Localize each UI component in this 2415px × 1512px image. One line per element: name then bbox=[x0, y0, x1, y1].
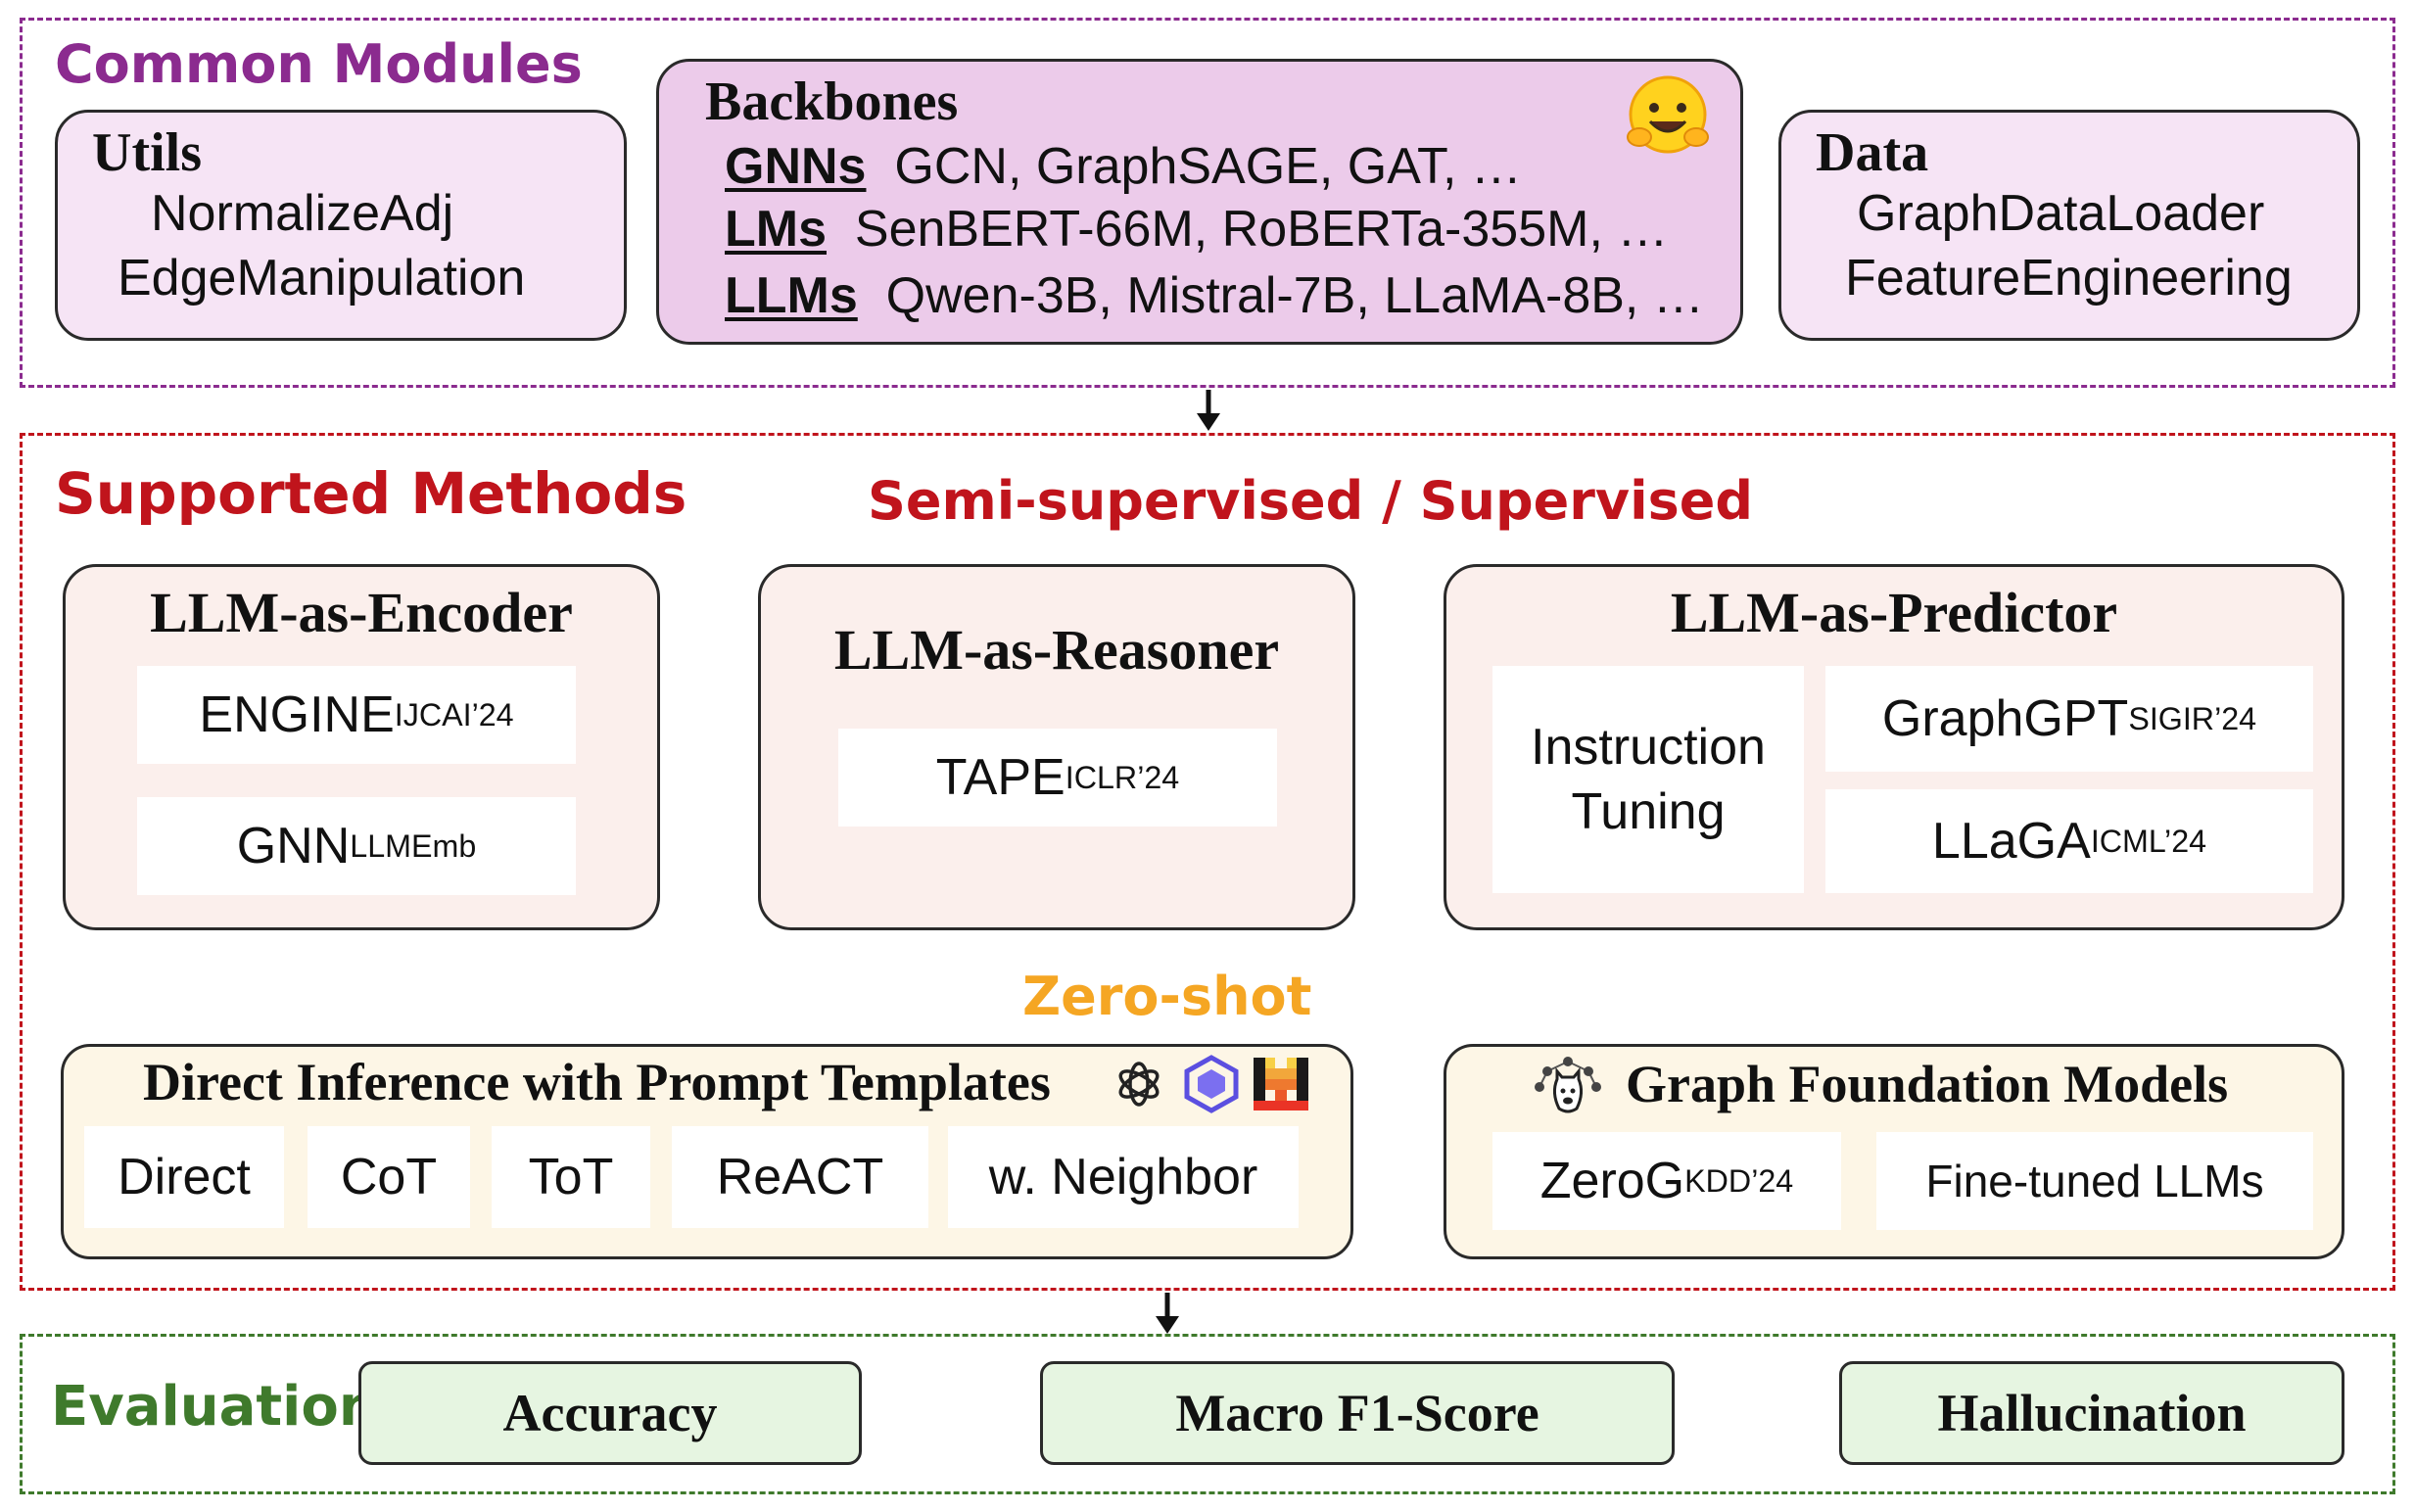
data-item: GraphDataLoader bbox=[1857, 185, 2265, 242]
prompt-cot: CoT bbox=[308, 1126, 470, 1228]
backbone-list: Qwen-3B, Mistral-7B, LLaMA-8B, … bbox=[885, 267, 1704, 324]
utils-item: NormalizeAdj bbox=[151, 185, 454, 242]
graph-foundation-models-title: Graph Foundation Models bbox=[1626, 1055, 2229, 1113]
venue-subscript: ICLR’24 bbox=[1065, 759, 1180, 795]
tuning-line: Tuning bbox=[1571, 783, 1726, 840]
backbone-row-gnns: GNNs GCN, GraphSAGE, GAT, … bbox=[725, 137, 1522, 196]
direct-inference-title: Direct Inference with Prompt Templates bbox=[143, 1053, 1051, 1111]
backbone-list: SenBERT-66M, RoBERTa-355M, … bbox=[854, 201, 1669, 258]
metric-macro-f1: Macro F1-Score bbox=[1040, 1361, 1675, 1465]
llm-as-predictor-title: LLM-as-Predictor bbox=[1670, 580, 2118, 644]
backbones-box bbox=[656, 59, 1743, 345]
backbone-list: GCN, GraphSAGE, GAT, … bbox=[894, 138, 1522, 195]
prompt-w-neighbor: w. Neighbor bbox=[948, 1126, 1299, 1228]
supported-methods-title: Supported Methods bbox=[55, 460, 687, 527]
method-name: GraphGPT bbox=[1881, 690, 2129, 747]
venue-subscript: KDD’24 bbox=[1684, 1162, 1794, 1199]
data-item: FeatureEngineering bbox=[1845, 250, 2293, 307]
backbone-label: GNNs bbox=[725, 138, 867, 195]
common-modules-title: Common Modules bbox=[55, 33, 583, 95]
method-fine-tuned-llms: Fine-tuned LLMs bbox=[1876, 1132, 2313, 1230]
metric-accuracy: Accuracy bbox=[358, 1361, 862, 1465]
utils-title: Utils bbox=[92, 122, 202, 183]
graph-llama-icon bbox=[1534, 1054, 1602, 1118]
hugging-face-icon bbox=[1624, 71, 1712, 159]
openai-icon bbox=[1113, 1058, 1165, 1110]
qwen-icon bbox=[1181, 1054, 1242, 1114]
data-box bbox=[1778, 110, 2360, 341]
supported-methods-panel bbox=[20, 433, 2395, 1291]
method-name: TAPE bbox=[935, 749, 1065, 806]
prompt-react: ReACT bbox=[672, 1126, 928, 1228]
common-modules-panel bbox=[20, 18, 2395, 388]
utils-box bbox=[55, 110, 627, 341]
metric-hallucination: Hallucination bbox=[1839, 1361, 2344, 1465]
tuning-line: Instruction bbox=[1531, 719, 1766, 776]
semi-supervised-label: Semi-supervised / Supervised bbox=[868, 470, 1754, 532]
prompt-direct: Direct bbox=[84, 1126, 284, 1228]
backbone-label: LMs bbox=[725, 201, 827, 258]
mistral-icon bbox=[1254, 1058, 1308, 1110]
flow-arrow bbox=[1189, 388, 1228, 435]
utils-item: EdgeManipulation bbox=[118, 250, 526, 307]
llm-as-encoder-title: LLM-as-Encoder bbox=[150, 580, 573, 644]
prompt-tot: ToT bbox=[492, 1126, 650, 1228]
method-name: ZeroG bbox=[1539, 1153, 1685, 1209]
llm-as-reasoner-title: LLM-as-Reasoner bbox=[833, 617, 1280, 682]
venue-subscript: ICML’24 bbox=[2090, 823, 2207, 859]
backbone-row-lms: LMs SenBERT-66M, RoBERTa-355M, … bbox=[725, 200, 1668, 259]
venue-subscript: IJCAI’24 bbox=[394, 696, 514, 732]
flow-arrow bbox=[1148, 1291, 1187, 1338]
backbone-row-llms: LLMs Qwen-3B, Mistral-7B, LLaMA-8B, … bbox=[725, 266, 1704, 325]
method-subscript: LLMEmb bbox=[350, 827, 477, 864]
instruction-tuning-cell: Instruction Tuning bbox=[1492, 666, 1804, 893]
venue-subscript: SIGIR’24 bbox=[2128, 700, 2257, 736]
method-name: LLaGA bbox=[1931, 813, 2091, 870]
data-title: Data bbox=[1816, 122, 1929, 183]
evaluation-title: Evaluation bbox=[51, 1375, 378, 1439]
backbones-title: Backbones bbox=[705, 71, 959, 132]
zero-shot-label: Zero-shot bbox=[1022, 966, 1312, 1027]
method-name: ENGINE bbox=[199, 686, 395, 743]
method-name: GNN bbox=[236, 818, 351, 874]
evaluation-panel bbox=[20, 1334, 2395, 1494]
backbone-label: LLMs bbox=[725, 267, 858, 324]
